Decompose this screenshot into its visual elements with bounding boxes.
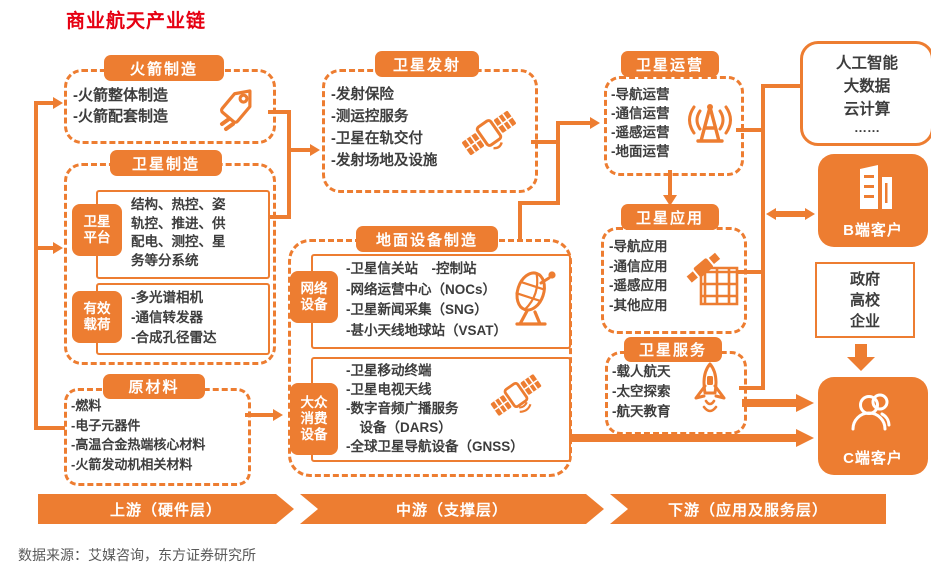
dish-icon xyxy=(505,266,563,330)
connector-service-to-c xyxy=(742,399,797,407)
operation-items: -导航运营 -通信运营 -遥感运营 -地面运营 xyxy=(611,87,670,159)
arrowhead-op-to-app xyxy=(663,195,677,206)
c-client-box: C端客户 xyxy=(818,377,928,475)
connector-b-client-bar xyxy=(774,211,807,217)
connector-to-operation xyxy=(556,121,592,125)
raw-materials-items: -燃料 -电子元器件 -高温合金热端核心材料 -火箭发动机相关材料 xyxy=(71,398,206,472)
building-icon xyxy=(848,163,898,215)
rocket-icon xyxy=(687,360,733,418)
connector-rocket-out xyxy=(268,110,291,114)
ai-bigdata-box: 人工智能 大数据 云计算 …… xyxy=(800,41,931,146)
platform-content-box xyxy=(96,190,270,279)
connector-raw-to-trunk xyxy=(34,426,65,430)
antenna-icon xyxy=(684,97,736,151)
payload-label: 有效载荷 xyxy=(72,291,122,343)
gov-box: 政府 高校 企业 xyxy=(815,262,915,338)
network-label: 网络设备 xyxy=(290,271,338,323)
connector-left-trunk xyxy=(34,101,38,429)
banner-midstream: 中游（支撑层） xyxy=(300,494,604,524)
arrowhead-to-launch xyxy=(310,144,320,156)
b-client-label: B端客户 xyxy=(843,222,903,239)
arrowhead-service-to-c xyxy=(796,394,814,412)
connector-to-launch xyxy=(287,148,311,152)
data-source-note: 数据来源：艾媒咨询，东方证券研究所 xyxy=(18,547,256,563)
arrowhead-gov-to-c xyxy=(847,357,875,371)
connector-operation-to-trunk xyxy=(736,128,764,132)
platform-text: 结构、热控、姿轨控、推进、供配电、测控、星务等分系统 xyxy=(131,197,226,268)
rocket-tag-icon xyxy=(212,80,266,134)
connector-raw-to-consumer xyxy=(245,413,275,417)
network-content-box xyxy=(311,254,571,349)
connector-to-rocket xyxy=(34,101,54,105)
arrowhead-to-satmfg xyxy=(53,242,63,254)
connector-merge-vert xyxy=(287,110,291,218)
consumer-items: -卫星移动终端 -卫星电视天线 -数字音频广播服务 设备（DARS） -全球卫星… xyxy=(346,363,524,454)
satellite-icon xyxy=(458,102,520,164)
connector-mid-vert xyxy=(556,121,560,205)
rocket-mfg-items: -火箭整体制造 -火箭配套制造 xyxy=(73,87,168,125)
connector-consumer-to-c xyxy=(556,434,798,442)
application-header: 卫星应用 xyxy=(621,204,719,230)
service-header: 卫星服务 xyxy=(624,337,722,362)
raw-materials-header: 原材料 xyxy=(103,374,205,399)
connector-gov-to-c-stem xyxy=(855,344,867,358)
operation-header: 卫星运营 xyxy=(621,51,719,77)
c-client-label: C端客户 xyxy=(843,450,903,467)
application-items: -导航应用 -通信应用 -遥感应用 -其他应用 xyxy=(609,239,668,313)
banner-upstream: 上游（硬件层） xyxy=(38,494,294,524)
connector-trunk-to-ai xyxy=(761,84,802,88)
launch-header: 卫星发射 xyxy=(375,51,479,77)
operation-box xyxy=(604,76,744,176)
arrowhead-raw-to-consumer xyxy=(273,409,283,421)
ground-equipment-header: 地面设备制造 xyxy=(356,226,498,252)
connector-to-satmfg xyxy=(34,246,54,250)
connector-right-trunk xyxy=(761,84,765,390)
payload-items: -多光谱相机 -通信转发器 -合成孔径雷达 xyxy=(131,290,217,345)
connector-service-to-trunk xyxy=(739,386,764,390)
network-items: -卫星信关站 -控制站 -网络运营中心（NOCs） -卫星新闻采集（SNG） -… xyxy=(346,261,507,338)
service-items: -载人航天 -太空探索 -航天教育 xyxy=(612,364,671,419)
launch-items: -发射保险 -测运控服务 -卫星在轨交付 -发射场地及设施 xyxy=(331,87,438,169)
consumer-label: 大众消费设备 xyxy=(290,383,338,455)
connector-ground-up xyxy=(518,201,522,240)
arrowhead-b-right xyxy=(805,208,815,220)
arrowhead-to-rocket xyxy=(53,97,63,109)
connector-ground-elbow xyxy=(518,201,560,205)
page-title: 商业航天产业链 xyxy=(66,11,207,32)
satellite-mfg-header: 卫星制造 xyxy=(110,150,222,176)
arrowhead-to-operation xyxy=(590,117,600,129)
grid-satellite-icon xyxy=(683,250,741,308)
people-icon xyxy=(845,387,901,443)
banner-downstream: 下游（应用及服务层） xyxy=(610,494,886,524)
arrowhead-b-left xyxy=(766,208,776,220)
rocket-mfg-header: 火箭制造 xyxy=(104,55,224,81)
platform-label: 卫星平台 xyxy=(72,204,122,256)
arrowhead-consumer-to-c xyxy=(796,429,814,447)
connector-satmfg-out xyxy=(268,215,291,219)
b-client-box: B端客户 xyxy=(818,154,928,247)
connector-application-to-trunk xyxy=(736,270,764,274)
connector-launch-out xyxy=(531,140,559,144)
connector-op-to-app xyxy=(668,170,672,196)
consumer-satellite-icon xyxy=(487,366,545,424)
